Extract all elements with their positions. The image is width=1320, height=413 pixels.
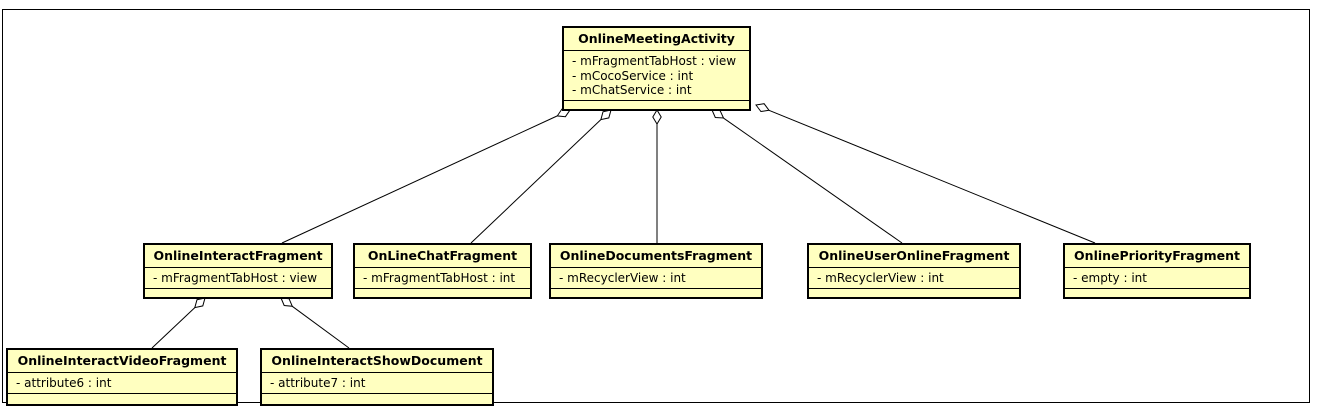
class-box-online-documents-fragment[interactable]: OnlineDocumentsFragment - mRecyclerView …: [549, 243, 763, 299]
class-attribute: - mRecyclerView : int: [817, 271, 944, 285]
aggregation-line-interact-showdoc: [291, 305, 350, 349]
class-attributes: - mRecyclerView : int: [551, 268, 761, 289]
class-name: OnlineUserOnlineFragment: [809, 245, 1019, 268]
class-attribute: - mFragmentTabHost : view: [153, 271, 318, 285]
aggregation-line-meeting-chat: [470, 119, 602, 244]
class-attribute: - mRecyclerView : int: [559, 271, 686, 285]
aggregation-line-meeting-interact: [281, 115, 558, 244]
class-attribute: - mCocoService : int: [572, 68, 694, 83]
aggregation-diamond-icon: [711, 109, 725, 119]
aggregation-line-meeting-useronline: [723, 117, 903, 244]
class-attributes: - mFragmentTabHost : int: [355, 268, 530, 289]
diagram-frame: [2, 9, 1310, 403]
class-box-online-meeting-activity[interactable]: OnlineMeetingActivity - mFragmentTabHost…: [562, 26, 751, 111]
class-attributes: - mRecyclerView : int: [809, 268, 1019, 289]
class-name: OnLineChatFragment: [355, 245, 530, 268]
aggregation-diamond-icon: [280, 297, 294, 307]
class-attributes: - attribute7 : int: [262, 373, 492, 394]
class-attribute: - empty : int: [1073, 271, 1147, 285]
aggregation-diamond-icon: [194, 297, 206, 309]
class-attributes: - empty : int: [1065, 268, 1249, 289]
class-box-online-priority-fragment[interactable]: OnlinePriorityFragment - empty : int: [1063, 243, 1251, 299]
class-attribute: - mFragmentTabHost : int: [363, 271, 516, 285]
class-box-online-interact-video-fragment[interactable]: OnlineInteractVideoFragment - attribute6…: [6, 348, 238, 406]
class-attribute: - attribute7 : int: [270, 376, 366, 390]
class-attributes: - mFragmentTabHost : view - mCocoService…: [564, 51, 749, 101]
class-name: OnlineDocumentsFragment: [551, 245, 761, 268]
class-name: OnlinePriorityFragment: [1065, 245, 1249, 268]
class-name: OnlineMeetingActivity: [564, 28, 749, 51]
class-attribute: - attribute6 : int: [16, 376, 112, 390]
class-box-online-interact-fragment[interactable]: OnlineInteractFragment - mFragmentTabHos…: [143, 243, 333, 299]
aggregation-line-interact-video: [151, 307, 196, 349]
class-box-online-user-online-fragment[interactable]: OnlineUserOnlineFragment - mRecyclerView…: [807, 243, 1021, 299]
class-name: OnlineInteractShowDocument: [262, 350, 492, 373]
aggregation-diamond-icon: [600, 109, 612, 121]
class-attribute: - mChatService : int: [572, 83, 692, 97]
class-box-online-chat-fragment[interactable]: OnLineChatFragment - mFragmentTabHost : …: [353, 243, 532, 299]
aggregation-diamond-icon: [755, 103, 770, 113]
class-box-online-interact-show-document[interactable]: OnlineInteractShowDocument - attribute7 …: [260, 348, 494, 406]
class-attributes: - mFragmentTabHost : view: [145, 268, 331, 289]
aggregation-diamond-icon: [652, 109, 662, 125]
aggregation-line-meeting-priority: [768, 109, 1096, 244]
class-name: OnlineInteractFragment: [145, 245, 331, 268]
class-name: OnlineInteractVideoFragment: [8, 350, 236, 373]
class-attribute: - mFragmentTabHost : view: [572, 54, 737, 68]
class-attributes: - attribute6 : int: [8, 373, 236, 394]
